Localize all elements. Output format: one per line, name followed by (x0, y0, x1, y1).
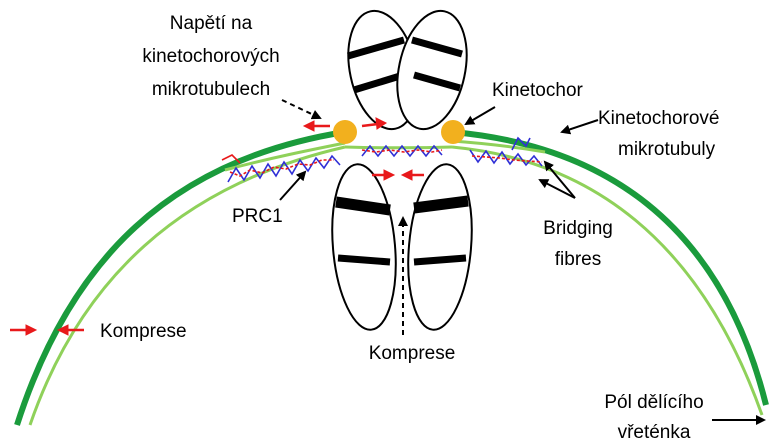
kinetochore-microtubule-right (452, 132, 766, 405)
label-tension-3: mikrotubulech (152, 79, 270, 100)
label-kinetochore-mt-1: Kinetochorové (598, 108, 719, 129)
label-bridging-1: Bridging (543, 218, 613, 239)
label-kinetochore-mt-2: mikrotubuly (618, 139, 716, 160)
label-prc1: PRC1 (232, 206, 283, 227)
label-pole-1: Pól dělícího (604, 392, 703, 413)
label-kinetochore: Kinetochor (492, 80, 584, 101)
label-compression-left: Komprese (100, 321, 187, 342)
label-bridging-2: fibres (555, 249, 601, 270)
label-tension-2: kinetochorových (142, 46, 279, 67)
kinetochore-left (333, 120, 357, 144)
kinetochore-right (441, 120, 465, 144)
kinetochore-microtubule-left (17, 132, 345, 425)
label-tension-1: Napětí na (170, 13, 253, 34)
label-compression-center: Komprese (369, 343, 456, 364)
label-pole-2: vřeténka (618, 422, 691, 443)
